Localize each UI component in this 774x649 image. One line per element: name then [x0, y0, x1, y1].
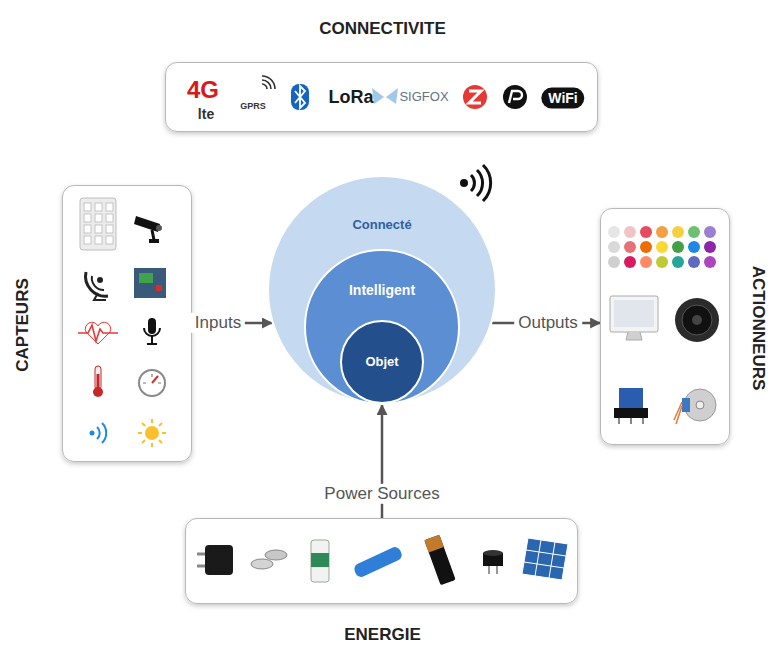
keypad-icon: [80, 198, 116, 250]
sensors-panel: CAPTEURS: [62, 185, 192, 462]
layer-label: Connecté: [352, 217, 411, 233]
network-logo: LoRa: [329, 87, 374, 109]
sigfox-icon: [372, 88, 398, 104]
stepper-motor-icon: [674, 389, 716, 424]
connectivity-panel: CONNECTIVITE4GlteGPRSLoRaSIGFOXWiFi: [165, 62, 598, 132]
coin-cell-icon: [251, 550, 287, 569]
smart-circle: IntelligentObjet: [304, 249, 460, 405]
li-ion-cell-icon: [352, 545, 403, 579]
network-logo: GPRS: [240, 101, 266, 112]
actuators-panel: ACTIONNEURS: [600, 208, 730, 445]
bluetooth-icon: [291, 84, 309, 110]
edge-label: Outputs: [514, 313, 582, 333]
wireless-symbol: [460, 165, 491, 201]
led-array-icon: [608, 226, 716, 268]
alkaline-battery-icon: [424, 535, 455, 586]
circle-shape: [268, 176, 496, 404]
relay-icon: [614, 388, 648, 424]
camera-icon: [134, 216, 162, 243]
network-logo: lte: [198, 106, 214, 123]
panel-heading: ENERGIE: [344, 625, 421, 645]
layer-label: Objet: [365, 354, 398, 370]
gprs-signal-icon: [262, 76, 275, 89]
network-logo: WiFi: [541, 88, 584, 109]
panel-heading: CONNECTIVITE: [319, 19, 446, 39]
network-logo: 4G: [187, 76, 219, 105]
circle-shape: [341, 321, 423, 403]
circle-shape: [305, 250, 459, 404]
network-logo: SIGFOX: [399, 89, 448, 105]
heartbeat-icon: [78, 322, 118, 344]
display-icon: [610, 296, 658, 340]
satellite-dish-icon: [86, 272, 108, 300]
charger-icon: [197, 545, 233, 575]
wireless-sensor-icon: [90, 423, 107, 443]
panel-heading: ACTIONNEURS: [748, 265, 768, 390]
edge-label: Power Sources: [320, 484, 443, 504]
buzzer-icon: [483, 550, 503, 574]
thermometer-icon: [93, 366, 103, 397]
microphone-icon: [144, 318, 160, 344]
edge-label: Inputs: [191, 313, 245, 333]
sensor-board-icon: [134, 268, 166, 298]
zwave-icon: [463, 85, 487, 109]
lithium-cell-icon: [311, 540, 329, 582]
gauge-icon: [139, 370, 165, 396]
solar-panel-icon: [522, 538, 568, 580]
light-sensor-icon: [138, 419, 166, 447]
panel-heading: CAPTEURS: [13, 278, 33, 372]
connected-circle: ConnectéIntelligentObjet: [267, 175, 497, 405]
network-icon: [503, 85, 527, 109]
speaker-icon: [675, 298, 719, 342]
object-circle: Objet: [340, 320, 424, 404]
energy-panel: ENERGIE: [185, 518, 578, 604]
layer-label: Intelligent: [349, 282, 415, 299]
